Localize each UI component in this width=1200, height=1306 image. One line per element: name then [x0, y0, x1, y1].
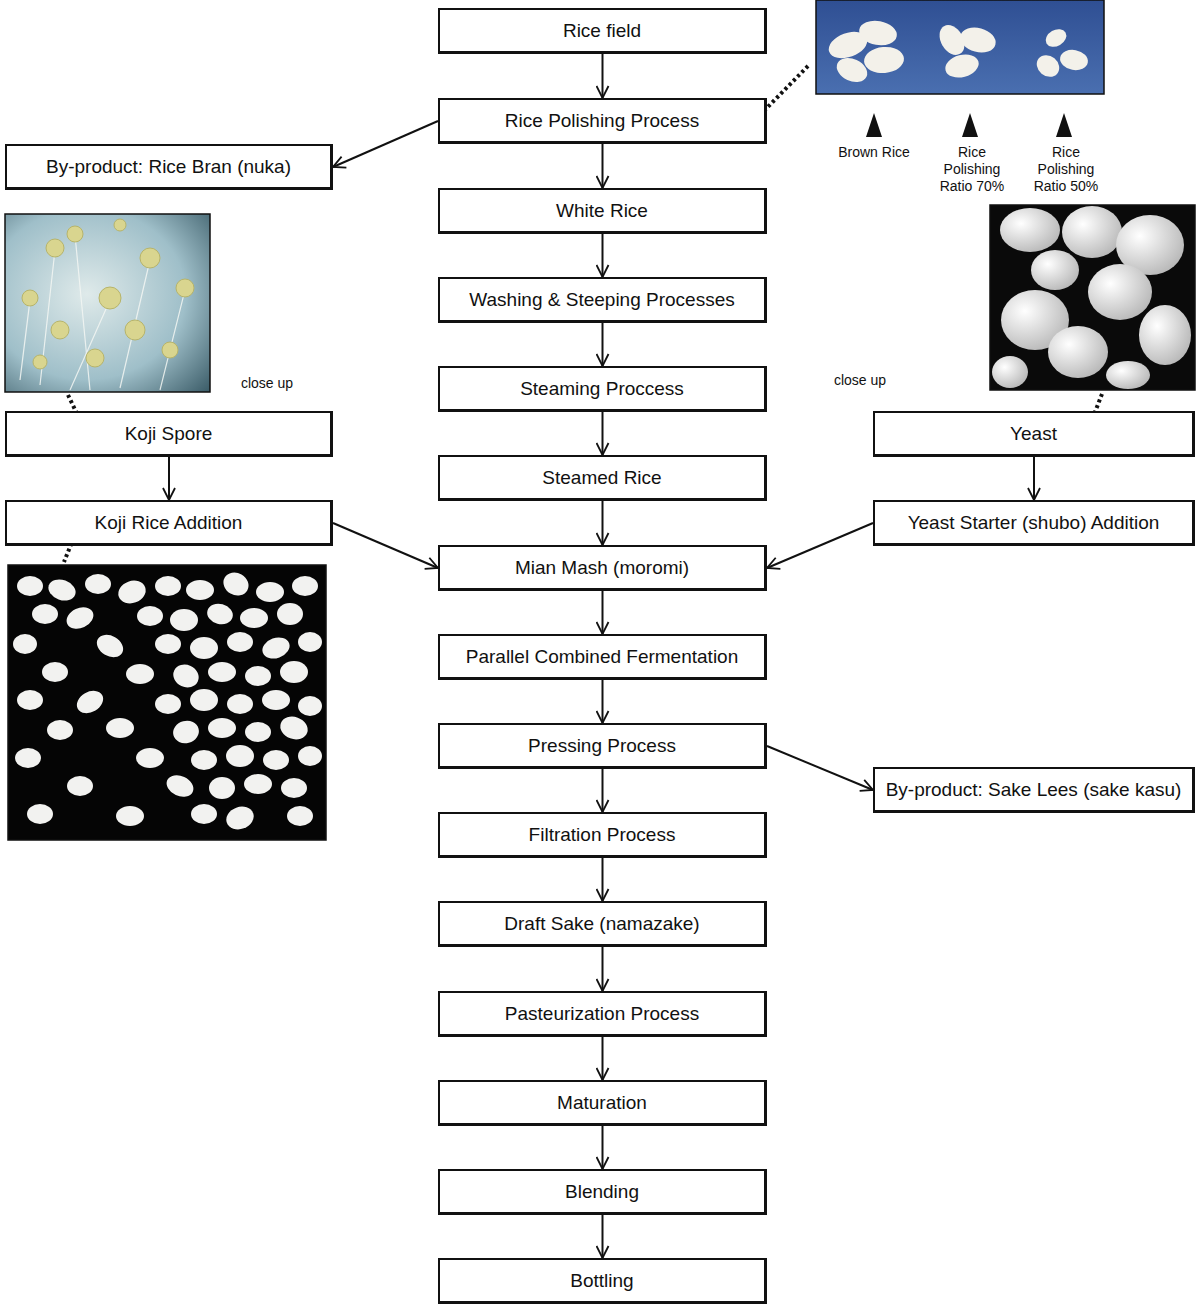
- box-text: Koji Rice Addition: [95, 512, 243, 534]
- photo-caption: Rice Polishing Ratio 70%: [929, 144, 1015, 194]
- flow-arrow: [333, 523, 438, 568]
- yeast-photo: [990, 205, 1195, 390]
- flow-arrow: [602, 54, 604, 98]
- box-text: Mian Mash (moromi): [515, 557, 689, 579]
- box-text: Rice Polishing Process: [505, 110, 699, 132]
- box-text: Draft Sake (namazake): [504, 913, 699, 935]
- process-box: Pressing Process: [438, 723, 767, 769]
- flow-arrow: [602, 412, 604, 455]
- flow-arrow: [602, 591, 604, 634]
- process-box: Draft Sake (namazake): [438, 901, 767, 947]
- flow-arrow: [602, 1126, 604, 1169]
- flow-arrow: [602, 769, 604, 812]
- pointer-triangles: [866, 113, 1072, 137]
- box-text: By-product: Sake Lees (sake kasu): [886, 779, 1182, 801]
- box-text: Rice field: [563, 20, 641, 42]
- flow-arrow: [602, 680, 604, 723]
- box-text: Filtration Process: [529, 824, 676, 846]
- box-text: Steamed Rice: [542, 467, 661, 489]
- box-text: Koji Spore: [125, 423, 213, 445]
- flow-arrow: [602, 234, 604, 277]
- process-box: Yeast Starter (shubo) Addition: [873, 500, 1195, 546]
- process-box: Pasteurization Process: [438, 991, 767, 1037]
- process-box: By-product: Sake Lees (sake kasu): [873, 767, 1195, 813]
- box-text: By-product: Rice Bran (nuka): [46, 156, 291, 178]
- flow-arrow: [602, 1215, 604, 1258]
- process-box: Koji Rice Addition: [5, 500, 333, 546]
- flow-arrow: [602, 947, 604, 991]
- flow-arrow: [602, 323, 604, 366]
- process-box: Steaming Proccess: [438, 366, 767, 412]
- photo-caption: Brown Rice: [834, 144, 914, 161]
- flow-arrow: [168, 457, 170, 500]
- flow-arrow: [602, 858, 604, 901]
- flow-arrow: [602, 501, 604, 545]
- process-box: Maturation: [438, 1080, 767, 1126]
- box-text: Yeast: [1010, 423, 1057, 445]
- box-text: Pressing Process: [528, 735, 676, 757]
- flow-arrow: [1033, 457, 1035, 500]
- box-text: Blending: [565, 1181, 639, 1203]
- process-box: Koji Spore: [5, 411, 333, 457]
- process-box: Rice Polishing Process: [438, 98, 767, 144]
- process-box: Washing & Steeping Processes: [438, 277, 767, 323]
- box-text: White Rice: [556, 200, 648, 222]
- flow-arrow: [333, 121, 438, 167]
- leader-lines: [64, 66, 1102, 562]
- process-box: Mian Mash (moromi): [438, 545, 767, 591]
- box-text: Washing & Steeping Processes: [469, 289, 734, 311]
- process-box: White Rice: [438, 188, 767, 234]
- box-text: Bottling: [570, 1270, 633, 1292]
- photo-caption: Rice Polishing Ratio 50%: [1023, 144, 1109, 194]
- flow-arrow: [767, 746, 873, 790]
- koji-rice-photo: [8, 565, 326, 840]
- process-box: By-product: Rice Bran (nuka): [5, 144, 333, 190]
- flow-arrow: [767, 523, 873, 568]
- process-box: Steamed Rice: [438, 455, 767, 501]
- box-text: Pasteurization Process: [505, 1003, 699, 1025]
- box-text: Steaming Proccess: [520, 378, 684, 400]
- rice-grain-photo: [816, 0, 1104, 94]
- process-box: Yeast: [873, 411, 1195, 457]
- process-box: Rice field: [438, 8, 767, 54]
- koji-spore-photo: [5, 214, 210, 392]
- process-box: Bottling: [438, 1258, 767, 1304]
- photo-caption: close up: [825, 372, 895, 389]
- box-text: Yeast Starter (shubo) Addition: [908, 512, 1160, 534]
- photo-caption: close up: [232, 375, 302, 392]
- flow-arrow: [602, 1037, 604, 1080]
- process-box: Blending: [438, 1169, 767, 1215]
- box-text: Maturation: [557, 1092, 647, 1114]
- process-box: Parallel Combined Fermentation: [438, 634, 767, 680]
- box-text: Parallel Combined Fermentation: [466, 646, 738, 668]
- process-box: Filtration Process: [438, 812, 767, 858]
- flow-arrow: [602, 144, 604, 188]
